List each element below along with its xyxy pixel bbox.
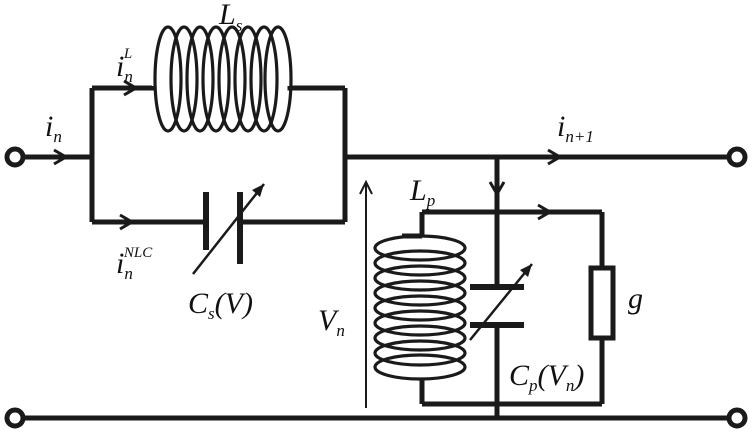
wire-inductor-branch: [92, 85, 155, 91]
terminal-output-top: [726, 146, 748, 168]
terminal-output-bottom: [726, 407, 748, 429]
current-arrows: [53, 79, 563, 231]
voltage-arrow-vn: [359, 179, 373, 408]
arrow-in-nlc: [119, 213, 135, 231]
terminals: [4, 146, 748, 429]
arrow-shunt-right: [537, 203, 553, 221]
capacitor-cp: [469, 263, 533, 341]
label-vn: Vn: [318, 304, 345, 340]
label-ls: Ls: [218, 0, 243, 35]
label-cp: Cp(Vn): [509, 359, 584, 395]
arrow-in: [53, 148, 69, 166]
label-in1: in+1: [557, 110, 594, 146]
terminal-input-bottom: [4, 407, 26, 429]
capacitor-cs: [192, 183, 265, 275]
terminal-input-top: [4, 146, 26, 168]
label-lp: Lp: [409, 174, 435, 210]
label-cs: Cs(V): [188, 287, 253, 323]
arrow-in-l: [123, 79, 139, 97]
label-g: g: [628, 282, 643, 315]
resistor-g: [588, 265, 616, 341]
arrow-shunt-down: [488, 181, 506, 197]
inductor-lp: [373, 234, 467, 381]
inductor-ls: [153, 25, 293, 133]
label-in: in: [45, 110, 62, 146]
arrow-in1: [547, 148, 563, 166]
wire-inductor-branch-right: [287, 85, 345, 91]
wires: [18, 85, 736, 421]
label-in-l: inL: [116, 46, 133, 86]
label-in-nlc: inNLC: [116, 245, 153, 283]
